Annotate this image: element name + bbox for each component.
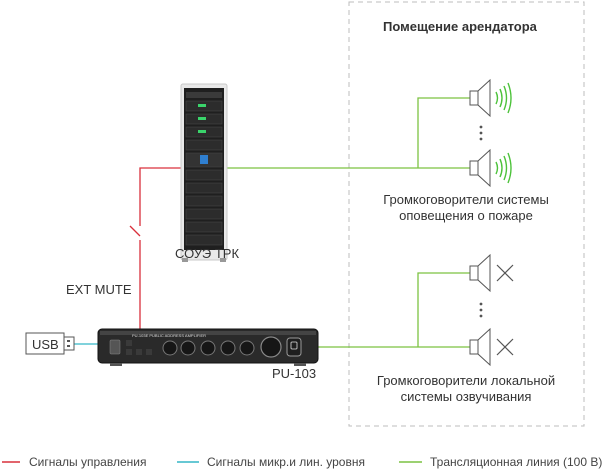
fire-speaker-bottom-icon xyxy=(469,148,512,188)
rack-cabinet xyxy=(180,83,228,262)
legend-label-control: Сигналы управления xyxy=(29,455,147,469)
amplifier-panel-text: PU-103E PUBLIC ADDRESS AMPLIFIER xyxy=(132,333,206,338)
broadcast-line-fire xyxy=(226,97,470,169)
local-speaker-bottom-icon xyxy=(469,327,514,367)
usb-label: USB xyxy=(32,337,59,352)
usb-plug xyxy=(25,332,75,355)
fire-speakers-label: Громкоговорители системы оповещения о по… xyxy=(366,192,566,223)
amplifier-unit xyxy=(97,328,319,366)
legend-label-line-level: Сигналы микр.и лин. уровня xyxy=(207,455,365,469)
local-speakers-label: Громкоговорители локальной системы озвуч… xyxy=(366,373,566,404)
rack-label: СОУЭ ТРК xyxy=(175,246,240,261)
fire-speakers-label-line1: Громкоговорители системы xyxy=(383,192,549,207)
fire-speakers-label-line2: оповещения о пожаре xyxy=(399,208,533,223)
fire-speaker-top-icon xyxy=(469,78,512,118)
amplifier-label: PU-103 xyxy=(272,366,317,381)
control-signal-line xyxy=(129,167,186,330)
ext-mute-label: EXT MUTE xyxy=(66,282,132,297)
tenant-room-title: Помещение арендатора xyxy=(383,19,537,34)
vertical-ellipsis-icon xyxy=(479,302,483,318)
local-speakers-label-line2: системы озвучивания xyxy=(400,389,532,404)
local-speaker-top-icon xyxy=(469,253,514,293)
vertical-ellipsis-icon xyxy=(479,125,483,141)
legend-label-broadcast: Трансляционная линия (100 В) xyxy=(430,455,603,469)
broadcast-line-local xyxy=(318,272,470,348)
tenant-room-frame xyxy=(348,1,585,427)
local-speakers-label-line1: Громкоговорители локальной xyxy=(376,373,556,388)
